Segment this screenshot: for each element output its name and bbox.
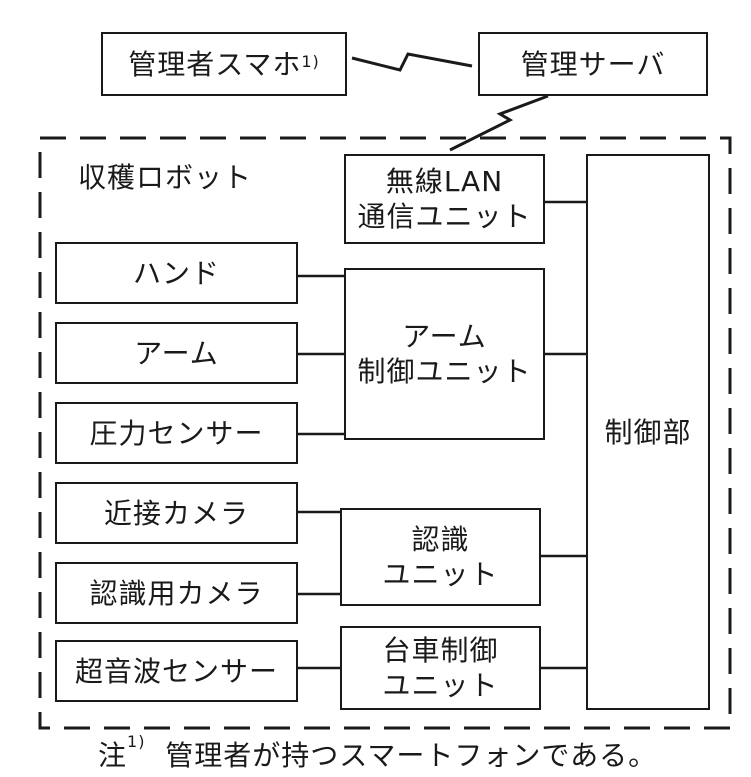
- wireless-link-server-robot: [449, 94, 549, 152]
- footnote-mark: 1): [301, 52, 320, 71]
- proximity-camera-box: 近接カメラ: [55, 482, 298, 544]
- arm-box: アーム: [55, 322, 298, 384]
- wireless-lan-line1: 無線LAN: [385, 165, 504, 198]
- recognition-unit-line2: ユニット: [382, 558, 499, 591]
- manager-smartphone-label: 管理者スマホ: [128, 47, 302, 81]
- footnote-number: 1): [127, 732, 146, 751]
- arm-control-line1: アーム: [402, 320, 487, 353]
- wireless-lan-unit-box: 無線LAN 通信ユニット: [344, 154, 545, 244]
- hand-label: ハンド: [132, 256, 220, 290]
- harvest-robot-title: 収穫ロボット: [78, 161, 253, 194]
- hand-box: ハンド: [55, 242, 298, 304]
- wireless-link-phone-server: [351, 52, 473, 72]
- cart-control-line1: 台車制御: [382, 634, 499, 667]
- footnote: 注1) 管理者が持つスマートフォンである。: [98, 732, 658, 774]
- ultrasonic-sensor-box: 超音波センサー: [55, 640, 298, 702]
- recognition-camera-label: 認識用カメラ: [89, 576, 264, 610]
- robot-boundary: [38, 136, 732, 730]
- management-server-box: 管理サーバ: [478, 32, 708, 96]
- recognition-camera-box: 認識用カメラ: [55, 562, 298, 624]
- pressure-sensor-label: 圧力センサー: [89, 416, 264, 450]
- ultrasonic-sensor-label: 超音波センサー: [74, 654, 278, 688]
- proximity-camera-label: 近接カメラ: [103, 496, 249, 530]
- arm-control-line2: 制御ユニット: [357, 355, 532, 388]
- arm-control-unit-box: アーム 制御ユニット: [344, 268, 545, 440]
- wireless-lan-line2: 通信ユニット: [357, 200, 532, 233]
- recognition-unit-box: 認識 ユニット: [340, 508, 541, 606]
- cart-control-line2: ユニット: [382, 669, 499, 702]
- footnote-text: 管理者が持つスマートフォンである。: [165, 739, 658, 772]
- management-server-label: 管理サーバ: [520, 47, 666, 81]
- pressure-sensor-box: 圧力センサー: [55, 402, 298, 464]
- controller-label: 制御部: [604, 415, 692, 449]
- recognition-unit-line1: 認識: [411, 523, 470, 556]
- controller-box: 制御部: [586, 154, 710, 710]
- arm-label: アーム: [134, 336, 219, 370]
- cart-control-unit-box: 台車制御 ユニット: [340, 626, 541, 710]
- footnote-prefix: 注: [98, 739, 128, 772]
